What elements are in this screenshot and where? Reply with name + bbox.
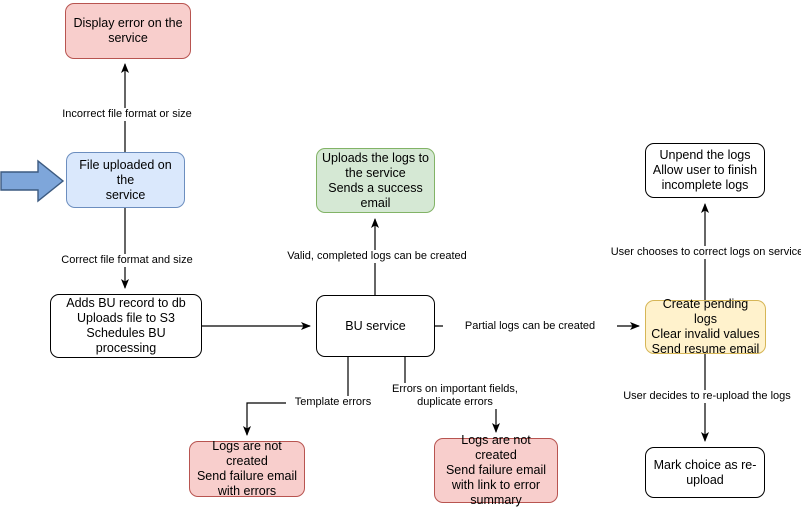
input-block-arrow-icon	[0, 159, 65, 203]
node-create-pending-logs[interactable]: Create pending logs Clear invalid values…	[645, 297, 766, 356]
edge-label-user-decides-to-re-upload-the-logs: User decides to re-upload the logs	[610, 390, 801, 403]
edge-label-user-chooses-to-correct-logs-on-service: User chooses to correct logs on service	[595, 246, 801, 259]
node-unpend-the-logs[interactable]: Unpend the logs Allow user to finish inc…	[645, 143, 765, 198]
node-mark-choice-as-re-upload[interactable]: Mark choice as re- upload	[645, 447, 765, 498]
edge-label-errors-on-important-fields: Errors on important fields, duplicate er…	[383, 383, 527, 409]
node-logs-not-created-with-error-summary[interactable]: Logs are not created Send failure email …	[434, 433, 558, 507]
node-uploads-the-logs-to-the-service[interactable]: Uploads the logs to the service Sends a …	[316, 148, 435, 213]
edge-label-partial-logs-can-be-created: Partial logs can be created	[443, 320, 617, 333]
edge-label-incorrect-file-format-or-size: Incorrect file format or size	[0, 108, 254, 121]
edge-label-template-errors: Template errors	[286, 396, 380, 409]
node-display-error[interactable]: Display error on the service	[65, 3, 191, 59]
node-file-uploaded-on-the-service[interactable]: File uploaded on the service	[66, 152, 185, 208]
node-adds-bu-record-to-db[interactable]: Adds BU record to db Uploads file to S3 …	[50, 294, 202, 358]
edge-label-valid-completed-logs-can-be-created: Valid, completed logs can be created	[255, 250, 499, 263]
node-logs-not-created-with-errors[interactable]: Logs are not created Send failure email …	[189, 439, 305, 498]
node-bu-service[interactable]: BU service	[316, 295, 435, 357]
edge-label-correct-file-format-and-size: Correct file format and size	[0, 254, 254, 267]
